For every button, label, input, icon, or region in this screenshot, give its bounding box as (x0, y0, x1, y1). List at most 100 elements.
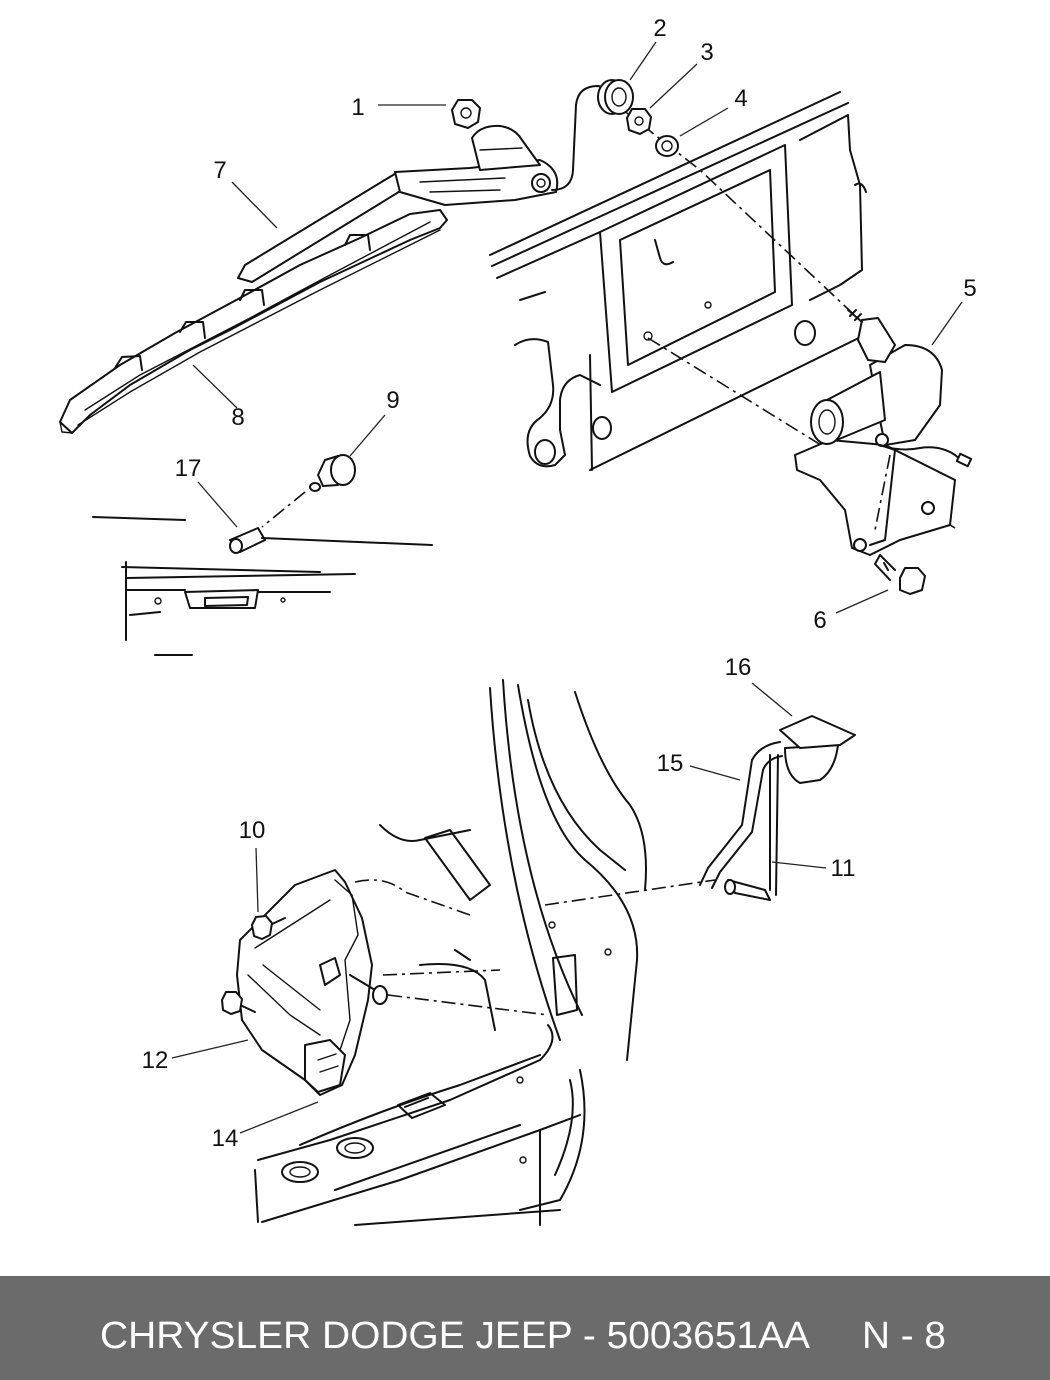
motor-bolt-shank (874, 554, 896, 581)
pivot-nut-bore (634, 116, 644, 126)
reservoir-stud-nut (372, 985, 388, 1005)
callout-5: 5 (963, 275, 976, 302)
reservoir-bolt-upper (251, 915, 286, 940)
panel-hole-right (794, 320, 816, 346)
filler-tube (769, 754, 779, 896)
leader-12 (171, 1039, 249, 1059)
wiper-arm-pivot (531, 173, 551, 193)
pivot-centerline (599, 91, 866, 326)
body-pillar-lines (379, 679, 647, 1061)
liftgate-panel (489, 91, 876, 471)
filler-cap-lid (779, 715, 856, 749)
callout-10: 10 (239, 817, 266, 844)
footer-page-code: N - 8 (862, 1315, 946, 1357)
reservoir-filler-neck (319, 957, 341, 986)
wiper-arm-pivot-bore (536, 178, 546, 188)
pivot-washer-ring (655, 135, 679, 157)
reservoir-bolt-upper-head (251, 915, 273, 940)
grommet-bore (611, 87, 627, 107)
callout-labels: 1 2 3 4 5 6 7 8 9 10 11 12 14 15 16 17 (142, 15, 977, 1152)
wiper-blade-rubber (59, 221, 441, 434)
wiper-arm-details (419, 147, 523, 193)
floor-plug-right-inner (344, 1142, 366, 1154)
pivot-nut-hex (626, 108, 652, 135)
leader-7 (231, 181, 278, 229)
bracket-hole-top (875, 433, 889, 447)
motor-wire (879, 444, 961, 460)
reservoir-bolt-lower-shank (239, 1004, 256, 1013)
leader-2 (629, 41, 657, 81)
filler-cap (779, 715, 856, 784)
motor-bolt (874, 554, 926, 595)
liftgate-panel-edges (489, 91, 876, 471)
panel-small-hole (704, 301, 712, 309)
panel-hole-left (534, 439, 556, 465)
callout-4: 4 (734, 85, 747, 112)
floor-plug-left-inner (289, 1166, 311, 1178)
reservoir-hose-centerline (354, 879, 471, 916)
callout-7: 7 (213, 157, 226, 184)
wiper-arm (237, 124, 559, 283)
pivot-washer (655, 135, 679, 157)
hose-routing-centerline (544, 879, 716, 906)
washer-nozzle-tip (309, 482, 321, 492)
motor-link-arm-hidden (874, 454, 891, 531)
callout-16: 16 (725, 654, 752, 681)
motor-end-boss (818, 409, 836, 435)
glass-small-hole-left (154, 597, 162, 605)
callout-14: 14 (212, 1125, 239, 1152)
reservoir-stud-centerline (382, 969, 501, 976)
motor-wire-plug (955, 452, 973, 468)
filler-hose (699, 741, 783, 901)
callout-17: 17 (175, 455, 202, 482)
hose-fitting-end (229, 538, 243, 554)
wiper-arm-head (394, 159, 559, 206)
body-pillar (254, 679, 647, 1226)
filler-cap-body (784, 744, 839, 784)
pillar-hole-b (604, 948, 612, 956)
leader-8 (192, 364, 238, 409)
nozzle-centerline (261, 491, 306, 528)
hose-fitting (229, 527, 266, 554)
leader-15 (689, 765, 741, 781)
callout-6: 6 (813, 607, 826, 634)
motor-bolt-head (899, 567, 926, 595)
leader-6 (835, 589, 889, 614)
liftgate-glass (92, 516, 433, 656)
washer-pump-connector (317, 1053, 339, 1073)
leader-14 (239, 1101, 319, 1134)
floor-plug-right (336, 1137, 374, 1159)
glass-small-hole-right (280, 597, 286, 603)
pivot-grommet (597, 79, 634, 115)
arm-nut-hex (451, 99, 481, 129)
panel-hole-mid (592, 416, 612, 440)
callout-11: 11 (831, 855, 856, 882)
panel-mount-hole (643, 331, 653, 341)
floor-plug-left (281, 1161, 319, 1183)
leader-9 (349, 414, 386, 457)
leader-5 (931, 301, 963, 346)
leader-3 (649, 63, 698, 109)
callout-leaders (171, 41, 963, 1134)
wiper-blade-clips (114, 234, 371, 371)
motor-end-cap (810, 399, 844, 445)
bracket-hole-right (921, 501, 935, 515)
motor-shaft-connector (857, 317, 896, 363)
filler-elbow-end (724, 879, 736, 895)
footer-brand-part-number: CHRYSLER DODGE JEEP - 5003651AA (100, 1315, 811, 1357)
leader-11 (771, 861, 827, 869)
washer-pump-body (304, 1039, 346, 1093)
wiper-blade-frame (59, 209, 448, 434)
bracket-hole-bottom (853, 538, 867, 552)
reservoir-details (247, 879, 359, 1051)
filler-hose-inner (711, 755, 783, 889)
pivot-nut (626, 108, 652, 135)
pivot-washer-bore (661, 140, 673, 152)
glass-edge-lines (92, 516, 433, 656)
leader-4 (679, 107, 729, 137)
callout-9: 9 (386, 387, 399, 414)
leader-16 (751, 682, 793, 717)
washer-nozzle (309, 454, 356, 492)
wiper-arm-cap (471, 124, 541, 171)
